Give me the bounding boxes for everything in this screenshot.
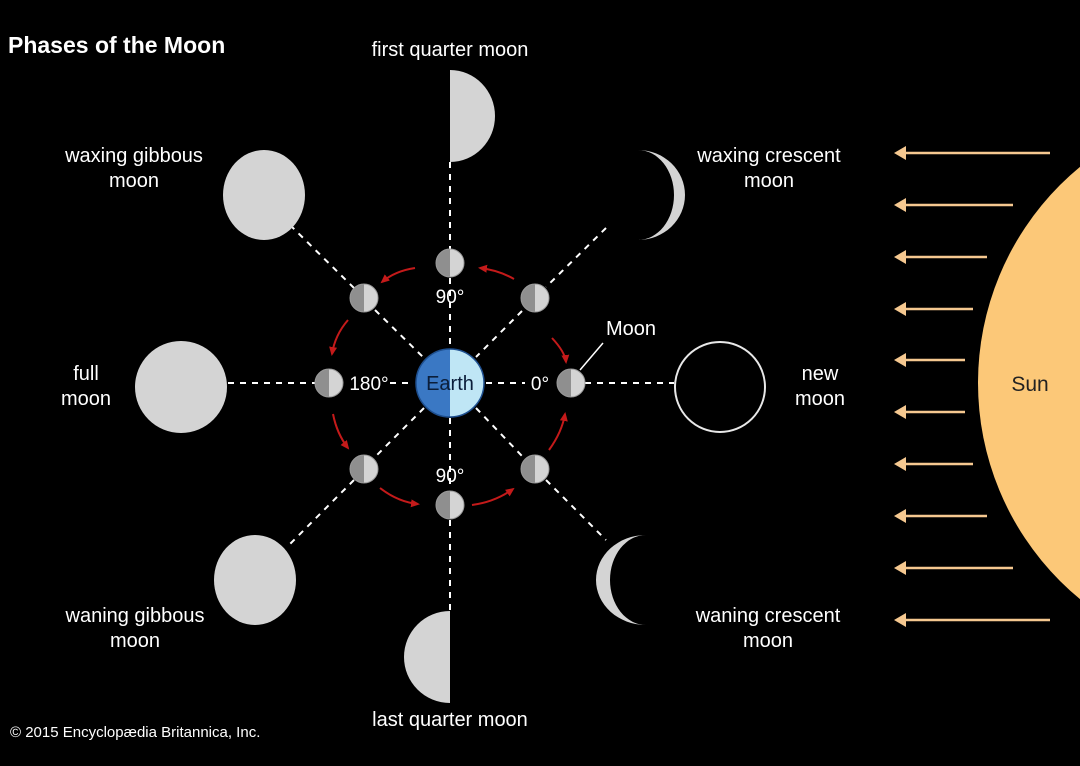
orbit-arrow (478, 264, 515, 280)
waxing-gibbous-moon-icon (223, 150, 305, 240)
orbit-moons (314, 248, 586, 520)
orbit-arrow (471, 487, 515, 506)
full-moon-label: full (73, 363, 99, 385)
orbit-moon-icon (349, 454, 379, 484)
orbit-moon-icon (349, 283, 379, 313)
waxing-crescent-label: waxing crescent (696, 145, 841, 167)
moon-pointer-line (579, 342, 604, 371)
first-quarter-moon-icon (450, 70, 495, 162)
waning-crescent-moon-icon (596, 535, 646, 625)
earth-icon (415, 348, 485, 418)
orbit-arrow (380, 267, 416, 284)
waxing-crescent-moon-icon (638, 150, 685, 240)
moon-label: Moon (606, 318, 656, 340)
full-moon-icon (135, 341, 227, 433)
orbit-arrows (329, 264, 570, 508)
orbit-arrow (329, 319, 349, 356)
full-moon-label-moon: moon (61, 388, 111, 410)
waxing-gibbous-label: waxing gibbous (64, 145, 203, 167)
orbit-moon-icon (556, 368, 586, 398)
orbit-arrow (548, 412, 568, 451)
orbit-moon-icon (520, 454, 550, 484)
first-quarter-label: first quarter moon (372, 39, 529, 61)
waxing-gibbous-label-moon: moon (109, 170, 159, 192)
last-quarter-moon-icon (404, 611, 450, 703)
new-moon-label-moon: moon (795, 388, 845, 410)
angle-0-label: 0° (531, 374, 549, 395)
waning-crescent-label-moon: moon (743, 630, 793, 652)
orbit-moon-icon (520, 283, 550, 313)
diagram-title: Phases of the Moon (8, 32, 225, 58)
sun-icon (978, 166, 1080, 600)
orbit-arrow (332, 413, 350, 450)
angle-180-label: 180° (349, 374, 388, 395)
orbit-moon-icon (435, 248, 465, 278)
orbit-moon-icon (314, 368, 344, 398)
copyright-notice: © 2015 Encyclopædia Britannica, Inc. (10, 724, 260, 741)
waning-gibbous-label: waning gibbous (65, 605, 205, 627)
orbit-arrow (551, 337, 570, 364)
orbit-moon-icon (435, 490, 465, 520)
earth-label: Earth (426, 373, 474, 395)
waning-gibbous-moon-icon (214, 535, 296, 625)
new-moon-icon (674, 341, 766, 433)
sunlight-arrows (894, 146, 1050, 627)
orbit-arrow (379, 487, 420, 508)
waning-crescent-label: waning crescent (695, 605, 841, 627)
angle-90-bottom-label: 90° (436, 466, 465, 487)
sun-label: Sun (1011, 373, 1048, 396)
waxing-crescent-label-moon: moon (744, 170, 794, 192)
waning-gibbous-label-moon: moon (110, 630, 160, 652)
new-moon-label: new (802, 363, 839, 385)
last-quarter-label: last quarter moon (372, 709, 528, 731)
radial-lines (228, 162, 674, 612)
angle-90-top-label: 90° (436, 287, 465, 308)
